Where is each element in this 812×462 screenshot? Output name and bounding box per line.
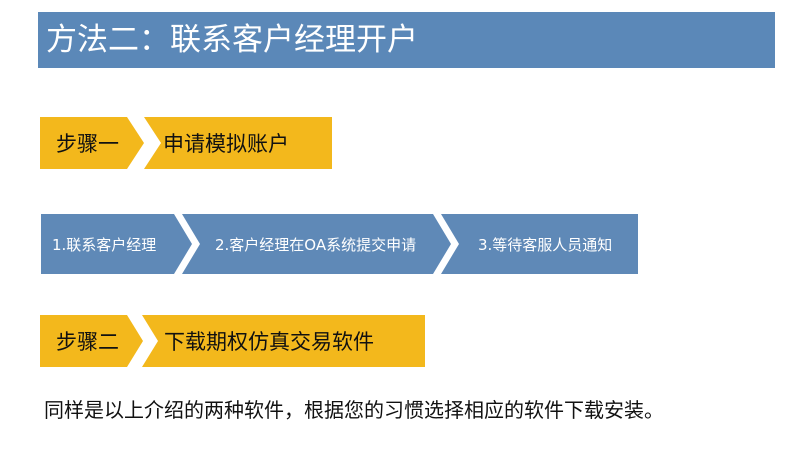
flow-step-2-shape [182,214,451,274]
step2-tag-shape [40,315,143,367]
step1-label: 申请模拟账户 [163,132,289,156]
flow-step-1: 1.联系客户经理 [52,235,157,254]
flow-step-2: 2.客户经理在OA系统提交申请 [215,235,417,254]
step1-tag: 步骤一 [56,132,119,156]
title-bar: 方法二：联系客户经理开户 [38,12,775,68]
step1-tag-shape [40,117,144,169]
body-text: 同样是以上介绍的两种软件，根据您的习惯选择相应的软件下载安装。 [44,398,664,422]
step2-label: 下载期权仿真交易软件 [164,330,374,354]
step2-label-shape [142,315,425,367]
step2-tag: 步骤二 [56,330,119,354]
flow-step-1-shape [41,214,192,274]
flow-step-3-shape [441,214,638,274]
step1-label-shape [144,117,332,169]
flow-step-3: 3.等待客服人员通知 [478,235,613,254]
slide-title: 方法二：联系客户经理开户 [46,22,418,58]
